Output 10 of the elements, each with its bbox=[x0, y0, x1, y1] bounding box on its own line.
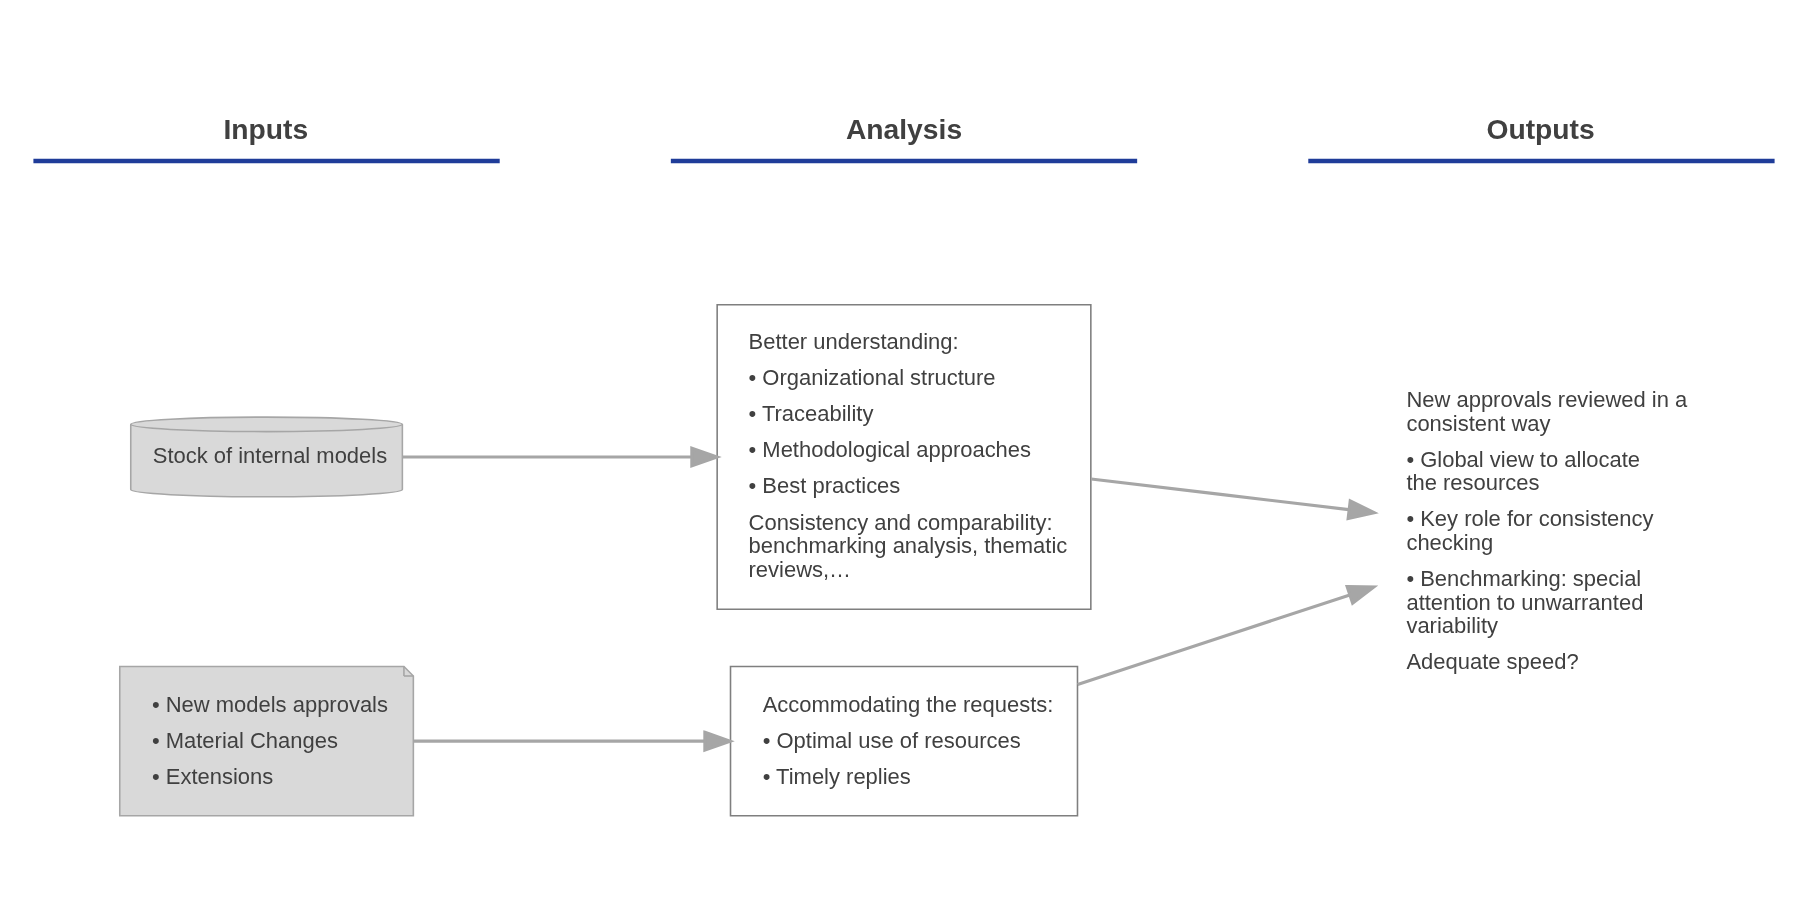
node-box: Accommodating the requests: • Optimal use of resources • Timely replies bbox=[729, 665, 1079, 817]
label: Analysis bbox=[845, 112, 963, 145]
label: Outputs bbox=[1486, 112, 1595, 145]
label: Inputs bbox=[223, 112, 309, 145]
node-text: New approvals reviewed in a consistent way • Global view to allocate the resources • Key role for consistency checking • Benchmarking: special attention to unwarranted variability Adequate speed? bbox=[1406, 387, 1688, 675]
arrow bbox=[1077, 584, 1379, 686]
arrow bbox=[1091, 477, 1379, 521]
arrow bbox=[413, 730, 735, 753]
node-box: Better understanding: • Organizational structure • Traceability • Methodological approaches • Best practices Consistency and comparability: benchmarking analysis, thematic reviews,… bbox=[716, 303, 1092, 611]
arrow bbox=[402, 445, 722, 468]
